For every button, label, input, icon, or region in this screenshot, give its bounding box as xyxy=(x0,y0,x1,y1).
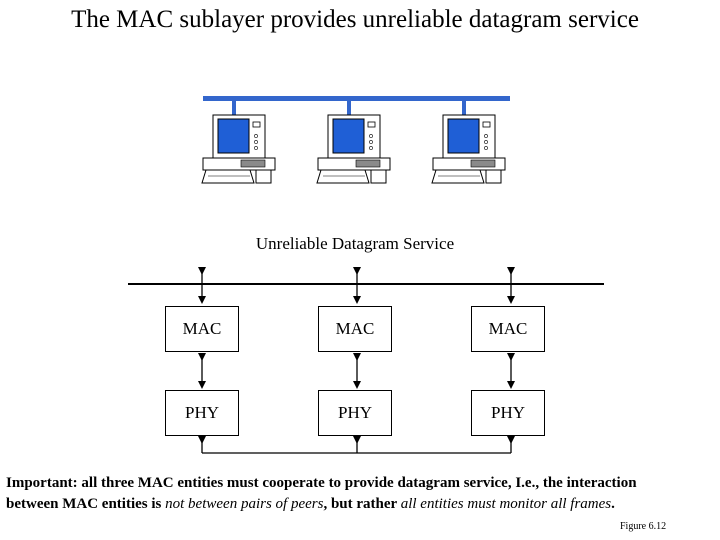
bus-drop xyxy=(232,100,236,116)
important-note: Important: all three MAC entities must c… xyxy=(6,473,718,515)
phy-box: PHY xyxy=(318,390,392,436)
phy-box: PHY xyxy=(165,390,239,436)
figure-label: Figure 6.12 xyxy=(620,521,667,532)
phy-box: PHY xyxy=(471,390,545,436)
computer-icon xyxy=(316,114,391,184)
service-label: Unreliable Datagram Service xyxy=(255,234,455,253)
note-text: , but rather xyxy=(323,496,401,512)
note-text: . xyxy=(611,496,615,512)
note-line-1: Important: all three MAC entities must c… xyxy=(6,475,637,491)
mac-box: MAC xyxy=(318,306,392,352)
lan-bus xyxy=(203,96,510,101)
note-text: between MAC entities is xyxy=(6,496,166,512)
bus-drop xyxy=(462,100,466,116)
computer-icon xyxy=(431,114,506,184)
note-emphasis: not between pairs of peers xyxy=(165,496,324,512)
computer-icon xyxy=(201,114,276,184)
note-line-2: between MAC entities is not between pair… xyxy=(6,494,718,515)
page-title: The MAC sublayer provides unreliable dat… xyxy=(71,6,639,33)
mac-box: MAC xyxy=(165,306,239,352)
bus-drop xyxy=(347,100,351,116)
mac-box: MAC xyxy=(471,306,545,352)
note-emphasis: all entities must monitor all frames xyxy=(400,496,612,512)
